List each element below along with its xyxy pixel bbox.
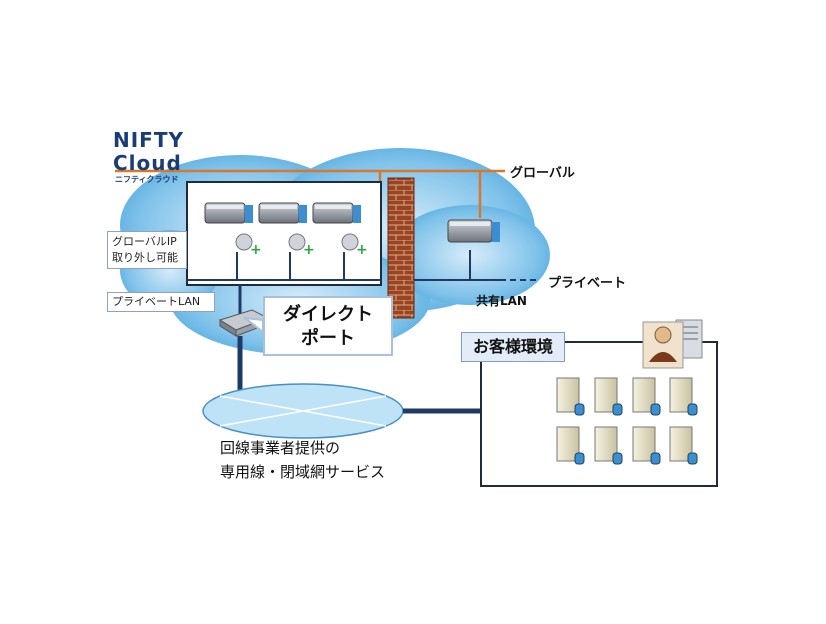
direct-port-line1: ダイレクト xyxy=(283,304,373,325)
svg-text:+: + xyxy=(250,242,262,258)
customer-person-icon xyxy=(642,319,703,369)
svg-text:+: + xyxy=(303,242,315,258)
global-ip-callout: グローバルIP 取り外し可能 xyxy=(107,231,187,269)
svg-text:+: + xyxy=(356,242,368,258)
closed-network-ellipse xyxy=(202,383,404,439)
global-network-line xyxy=(115,169,505,218)
global-label: グローバル xyxy=(510,166,575,181)
firewall-icon xyxy=(387,177,415,319)
nifty-logo-line1: NIFTY xyxy=(113,128,184,152)
private-label: プライベート xyxy=(548,276,627,291)
nifty-logo-line2: Cloud xyxy=(113,151,182,175)
customer-server-tower-icon xyxy=(669,377,698,416)
internal-lan-line xyxy=(187,252,381,281)
customer-server-tower-icon xyxy=(594,377,623,416)
nifty-logo-line3: ニフティクラウド xyxy=(115,175,179,184)
customer-server-tower-icon xyxy=(594,426,623,465)
vm-server-icon: + xyxy=(258,202,315,258)
customer-server-tower-icon xyxy=(632,426,661,465)
global-ip-callout-line1: グローバルIP xyxy=(112,235,177,248)
customer-server-tower-icon xyxy=(556,426,585,465)
shared-lan-label: 共有LAN xyxy=(476,294,527,308)
shared-server-icon xyxy=(447,219,500,243)
carrier-label-line2: 専用線・閉域網サービス xyxy=(220,463,386,481)
customer-server-tower-icon xyxy=(669,426,698,465)
customer-server-tower-icon xyxy=(556,377,585,416)
vm-server-icon: + xyxy=(312,202,368,258)
carrier-label-line1: 回線事業者提供の xyxy=(220,439,341,457)
global-ip-callout-line2: 取り外し可能 xyxy=(112,251,178,264)
customer-server-tower-icon xyxy=(632,377,661,416)
direct-port-line2: ポート xyxy=(301,328,355,349)
direct-port-callout: ダイレクト ポート xyxy=(263,296,393,356)
customer-environment-label: お客様環境 xyxy=(461,332,565,362)
private-network-box xyxy=(186,181,382,286)
private-lan-callout: プライベートLAN xyxy=(107,292,215,312)
vm-server-icon: + xyxy=(204,202,262,258)
